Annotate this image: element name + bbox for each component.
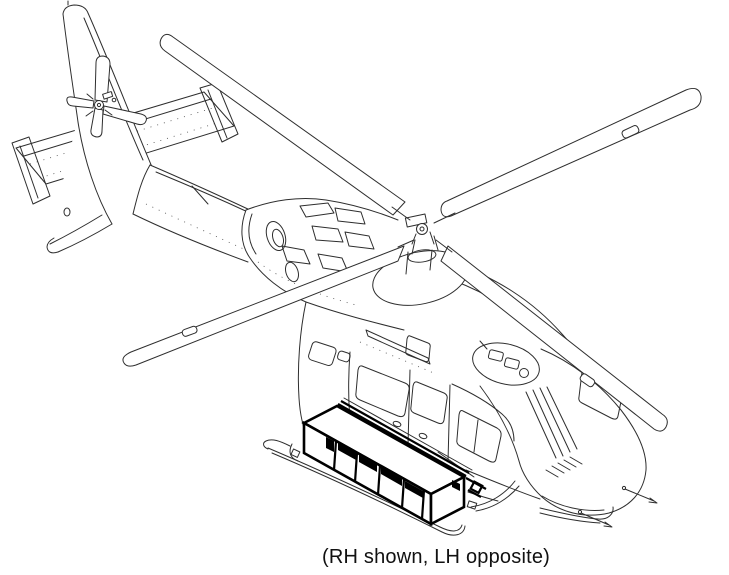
landing-skids [263, 439, 614, 536]
rotor-blade-2 [159, 33, 406, 216]
sliding-door-window [355, 365, 410, 418]
figure-caption: (RH shown, LH opposite) [322, 546, 551, 568]
horizontal-stabilizer [11, 82, 239, 205]
rotor-blade-4 [440, 245, 668, 432]
crew-door-window [456, 410, 502, 463]
cockpit-nose [479, 348, 658, 528]
cargo-box-rail [337, 400, 470, 477]
pitot-probe-upper [624, 488, 658, 504]
rotor-blade-3 [122, 245, 405, 367]
rotor-hub [391, 206, 456, 253]
cargo-box-highlight [301, 397, 487, 527]
main-rotor [122, 33, 702, 432]
windshield-posts [525, 386, 578, 459]
rotor-blade-1 [440, 88, 702, 218]
tail-boom [132, 164, 251, 263]
cockpit-roof-fairing [472, 342, 540, 386]
tail-rotor [66, 55, 147, 138]
